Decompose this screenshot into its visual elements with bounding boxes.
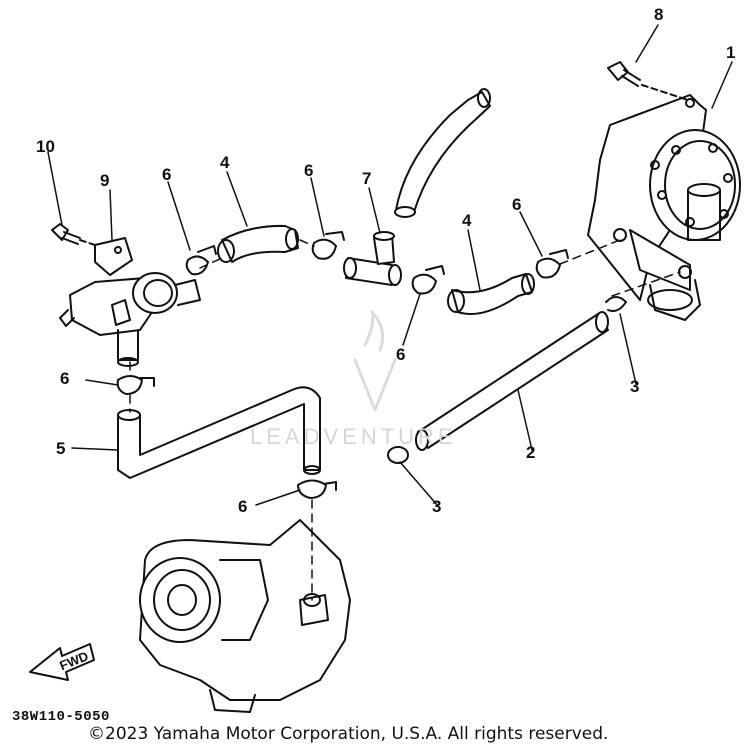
hose-2 [415,311,609,451]
callout-part-6a: 6 [162,165,172,184]
callout-part-6c: 6 [396,345,406,364]
clamp-6-b [311,231,345,260]
callout-part-1: 1 [726,43,736,62]
hose-4-right [447,273,535,315]
callout-part-3a: 3 [630,377,640,396]
fuel-cock-assembly [59,237,201,367]
callout-part-4a: 4 [220,153,230,172]
hose-upper [394,88,491,218]
hose-5 [117,386,321,479]
callout-part-5: 5 [56,439,66,458]
watermark-text: LEADVENTURE [250,424,457,449]
clip-3-a [605,296,627,312]
callout-part-6d: 6 [512,195,522,214]
callout-part-6b: 6 [304,161,314,180]
hose-4-left [217,224,299,263]
t-joint-7 [343,231,402,286]
leader-lines [47,24,733,507]
clamp-6-c [411,265,445,295]
callout-part-6e: 6 [60,369,70,388]
clamp-6-a [185,245,217,276]
copyright-notice: ©2023 Yamaha Motor Corporation, U.S.A. A… [88,724,609,744]
callout-part-8: 8 [654,5,664,24]
fuel-pump-assembly [587,94,741,321]
watermark-logo-icon [353,310,397,412]
clamp-6-f [297,479,337,499]
bolt-8 [607,61,689,101]
callout-part-7: 7 [362,169,372,188]
clamp-6-e [116,375,155,395]
callout-part-9: 9 [100,171,110,190]
fwd-arrow-icon [29,643,95,681]
carburetor [139,519,351,713]
clamp-6-d [535,249,569,279]
clip-3-b [387,446,409,464]
callout-part-10: 10 [36,137,55,156]
drawing-code: 38W110-5050 [12,709,110,725]
callout-part-6f: 6 [238,497,248,516]
routing-lines [129,239,681,601]
callout-part-2: 2 [526,443,536,462]
callout-part-4b: 4 [462,211,472,230]
callout-part-3b: 3 [432,497,442,516]
